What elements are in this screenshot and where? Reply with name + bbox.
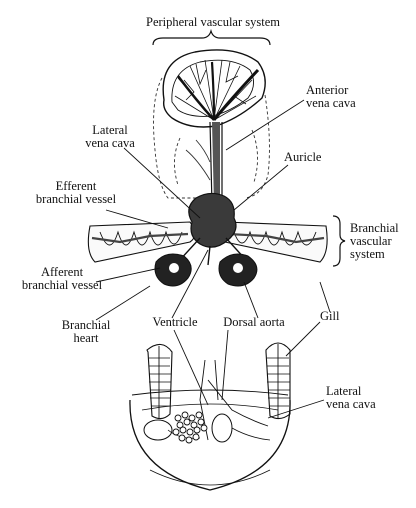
dotted-mass	[173, 412, 207, 443]
peripheral-vascular-network	[163, 50, 265, 127]
label-branchial-heart: Branchial heart	[56, 319, 116, 345]
branchial-hearts	[155, 254, 257, 286]
label-peripheral-vascular-system: Peripheral vascular system	[138, 16, 288, 29]
label-lateral-vena-cava-top: Lateral vena cava	[82, 124, 138, 150]
label-efferent-branchial-vessel: Efferent branchial vessel	[28, 180, 124, 206]
systemic-heart	[189, 193, 236, 247]
label-gill: Gill	[320, 310, 339, 323]
label-anterior-vena-cava: Anterior vena cava	[306, 84, 356, 110]
label-afferent-branchial-vessel: Afferent branchial vessel	[14, 266, 110, 292]
label-branchial-vascular-system: Branchial vascular system	[350, 222, 399, 261]
peripheral-bracket	[153, 31, 270, 45]
label-auricle: Auricle	[284, 151, 321, 164]
branchial-bracket	[333, 216, 345, 266]
label-lateral-vena-cava-bottom: Lateral vena cava	[326, 385, 376, 411]
label-dorsal-aorta: Dorsal aorta	[214, 316, 294, 329]
label-ventricle: Ventricle	[144, 316, 206, 329]
bottom-anatomy	[130, 343, 290, 490]
